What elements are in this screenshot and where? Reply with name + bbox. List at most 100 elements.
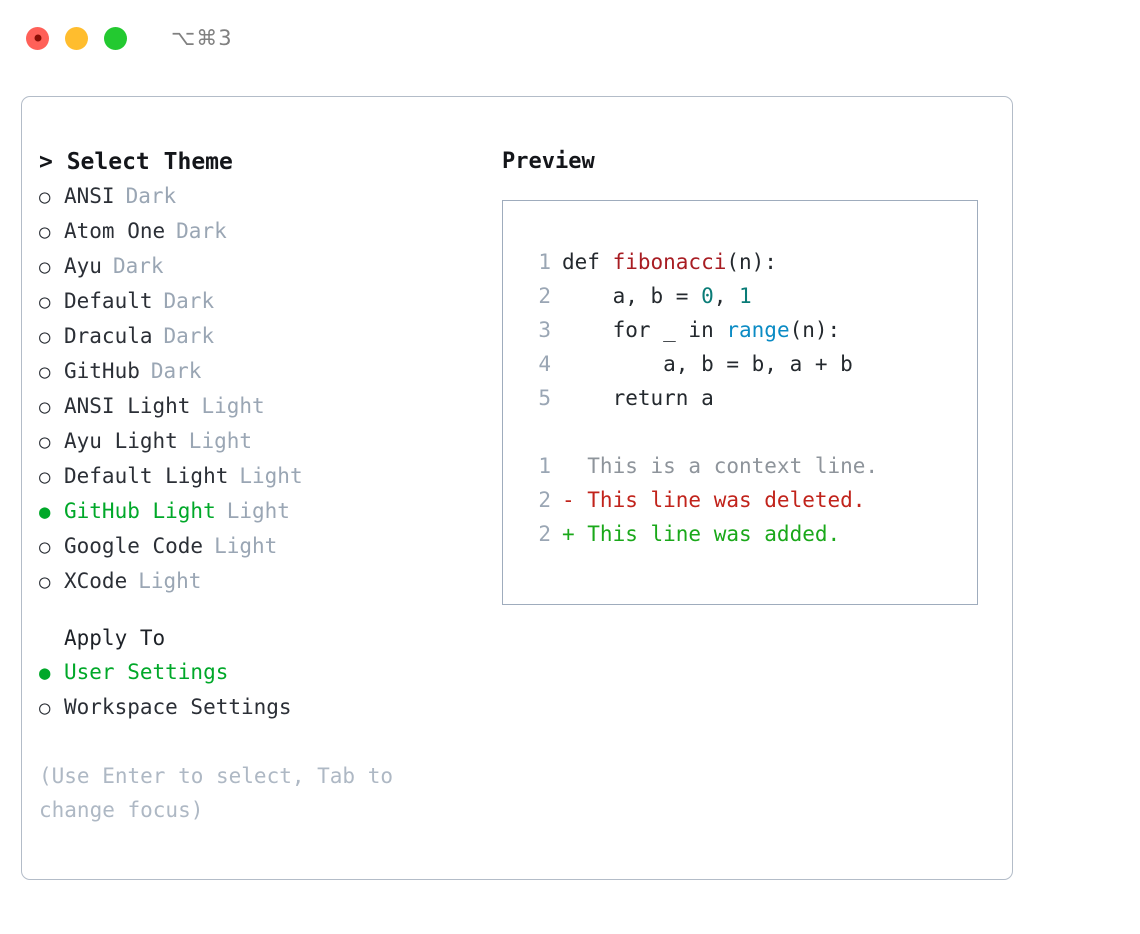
code-token: (n):: [726, 250, 777, 274]
apply-to-option-label: User Settings: [64, 660, 229, 684]
diff-line-text: + This line was added.: [562, 522, 841, 546]
code-token: def: [562, 250, 613, 274]
radio-unselected-icon: ○: [39, 431, 51, 453]
line-number: 1: [538, 454, 551, 478]
theme-option[interactable]: ○ Default Dark: [39, 284, 484, 319]
code-line: 3 for _ in range(n):: [525, 313, 977, 347]
radio-selected-icon: ●: [39, 501, 51, 523]
theme-option-label: ANSI: [64, 184, 115, 208]
traffic-lights: [26, 26, 127, 50]
theme-option-label: Ayu: [64, 254, 102, 278]
diff-line: 2 - This line was deleted.: [525, 483, 977, 517]
theme-variant-badge: Dark: [112, 254, 164, 278]
spacer: [525, 415, 977, 449]
diff-line-text: This is a context line.: [562, 454, 879, 478]
radio-unselected-icon: ○: [39, 536, 51, 558]
code-token: a, b = b, a + b: [562, 352, 853, 376]
theme-option[interactable]: ○ Ayu Dark: [39, 249, 484, 284]
line-number: 2: [538, 522, 551, 546]
diff-sample: 1 This is a context line. 2 - This line wa…: [525, 449, 977, 551]
spacer: [39, 599, 484, 621]
apply-to-list: ● User Settings ○Workspace Settings: [39, 655, 484, 725]
radio-unselected-icon: ○: [39, 186, 51, 208]
code-token: range: [726, 318, 790, 342]
radio-unselected-icon: ○: [39, 326, 51, 348]
theme-option-label: XCode: [64, 569, 128, 593]
theme-option[interactable]: ○ Dracula Dark: [39, 319, 484, 354]
radio-unselected-icon: ○: [39, 571, 51, 593]
theme-option-label: ANSI Light: [64, 394, 191, 418]
code-line: 2 a, b = 0, 1: [525, 279, 977, 313]
minimize-button[interactable]: [65, 26, 88, 50]
code-token: 1: [739, 284, 752, 308]
theme-variant-badge: Light: [239, 464, 303, 488]
zoom-button[interactable]: [104, 26, 127, 50]
radio-unselected-icon: ○: [39, 396, 51, 418]
theme-option-label: Default: [64, 289, 153, 313]
title-bar: ⌥⌘3: [0, 0, 1140, 76]
theme-option-label: Atom One: [64, 219, 166, 243]
theme-variant-badge: Light: [188, 429, 253, 453]
theme-variant-badge: Dark: [176, 219, 227, 243]
keyboard-hint: (Use Enter to select, Tab to change focu…: [39, 764, 406, 822]
theme-variant-badge: Dark: [163, 324, 215, 348]
code-line: 4 a, b = b, a + b: [525, 347, 977, 381]
diff-line: 1 This is a context line.: [525, 449, 977, 483]
theme-option-label: Google Code: [64, 534, 204, 558]
apply-to-option[interactable]: ● User Settings: [39, 655, 484, 690]
radio-unselected-icon: ○: [39, 291, 51, 313]
radio-unselected-icon: ○: [39, 221, 51, 243]
keyboard-shortcut-label: ⌥⌘3: [171, 26, 233, 50]
theme-option-label: GitHub Light: [64, 499, 216, 523]
code-token: return a: [562, 386, 714, 410]
code-token: 0: [701, 284, 714, 308]
radio-unselected-icon: ○: [39, 466, 51, 488]
theme-option-label: Default Light: [64, 464, 229, 488]
close-button[interactable]: [26, 26, 49, 50]
theme-variant-badge: Dark: [163, 289, 215, 313]
theme-option[interactable]: ○ Google Code Light: [39, 529, 484, 564]
theme-option[interactable]: ○ Atom One Dark: [39, 214, 484, 249]
select-theme-heading: > Select Theme: [39, 149, 233, 175]
line-number: 4: [538, 352, 551, 376]
theme-option-label: GitHub: [64, 359, 140, 383]
radio-unselected-icon: ○: [39, 256, 51, 278]
theme-option[interactable]: ○ ANSI Dark: [39, 179, 484, 214]
theme-variant-badge: Light: [214, 534, 278, 558]
code-token: fibonacci: [612, 250, 727, 274]
code-token: (n):: [789, 318, 841, 342]
line-number: 5: [538, 386, 551, 410]
preview-title: Preview: [502, 149, 595, 174]
diff-line: 2 + This line was added.: [525, 517, 977, 551]
theme-variant-badge: Light: [226, 499, 290, 523]
theme-option-label: Dracula: [64, 324, 153, 348]
code-line: 5 return a: [525, 381, 977, 415]
spacer: [39, 725, 484, 759]
line-number: 3: [538, 318, 551, 342]
line-number: 2: [538, 284, 551, 308]
apply-to-heading: Apply To: [64, 626, 166, 650]
radio-selected-icon: ●: [39, 662, 51, 684]
apply-to-option[interactable]: ○Workspace Settings: [39, 690, 484, 725]
theme-option[interactable]: ○ Default Light Light: [39, 459, 484, 494]
theme-variant-badge: Dark: [150, 359, 202, 383]
diff-line-text: - This line was deleted.: [562, 488, 866, 512]
code-token: a, b =: [562, 284, 702, 308]
theme-variant-badge: Dark: [125, 184, 177, 208]
code-token: ,: [713, 284, 740, 308]
apply-to-option-label: Workspace Settings: [64, 695, 292, 719]
line-number: 1: [538, 250, 551, 274]
theme-option[interactable]: ● GitHub Light Light: [39, 494, 484, 529]
line-number: 2: [538, 488, 551, 512]
